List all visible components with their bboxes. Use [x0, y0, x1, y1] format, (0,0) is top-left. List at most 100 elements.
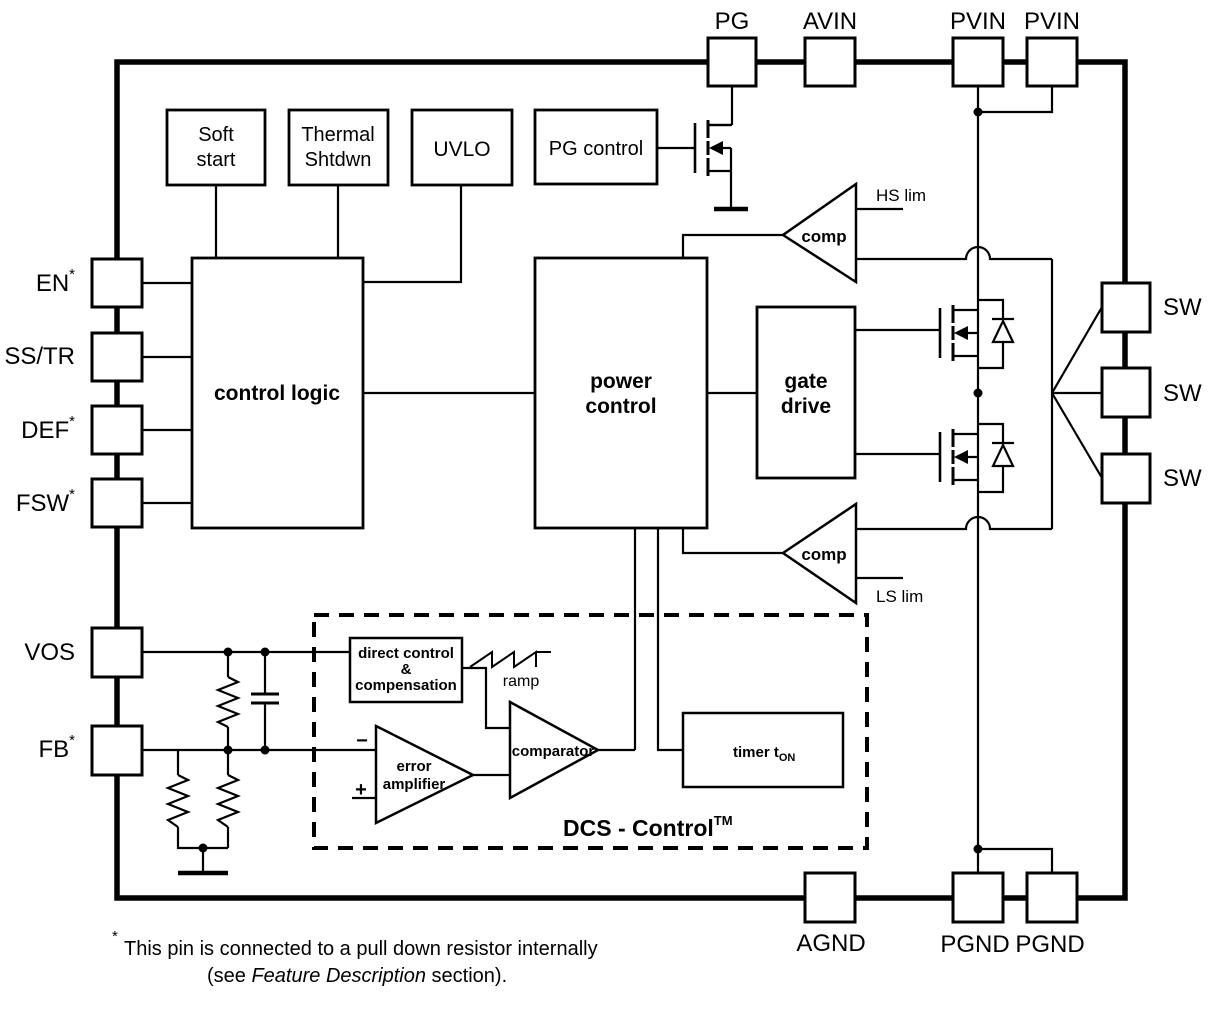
junction-dot	[198, 843, 208, 853]
junction-dot	[973, 844, 983, 854]
dcs-control-label: DCS - ControlTM	[563, 813, 733, 841]
pin-def	[90, 404, 144, 456]
block-gate-drive	[755, 305, 857, 480]
block-direct-control	[348, 636, 464, 704]
pin-label-pgnd-2: PGND	[1015, 931, 1084, 958]
pin-label-sstr: SS/TR	[4, 343, 75, 370]
gate-drive-label-1: gate	[784, 370, 827, 393]
pin-label-vos: VOS	[24, 639, 75, 666]
hs-body-diode	[991, 318, 1015, 344]
pin-fb	[90, 724, 144, 777]
block-control-logic	[190, 256, 365, 530]
wire-pgnd2-branch	[978, 847, 1054, 873]
ls-comparator-triangle	[780, 501, 858, 606]
pg-fet-stubs	[708, 123, 731, 173]
footnote-line-2: (see Feature Description section).	[207, 965, 507, 987]
ls-lim-label: LS lim	[876, 587, 923, 606]
pin-en	[90, 257, 144, 309]
error-amplifier-triangle	[374, 723, 476, 826]
junction-dots	[198, 107, 983, 854]
block-soft-start	[165, 108, 267, 187]
pin-label-sw-1: SW	[1163, 294, 1202, 321]
pg-mosfet	[693, 120, 748, 212]
junction-dot	[223, 745, 233, 755]
ls-fet-arrow	[954, 450, 968, 464]
dcs-control-boundary	[312, 613, 869, 850]
pin-pgnd-1	[951, 871, 1005, 924]
feedback-network	[165, 676, 279, 876]
control-logic-label: control logic	[214, 382, 340, 405]
capacitor	[251, 692, 279, 705]
hs-fet-stubs	[953, 308, 978, 358]
pin-label-agnd: AGND	[796, 930, 865, 957]
resistor-top	[215, 676, 241, 728]
footnote-asterisk: *	[112, 928, 118, 945]
function-blocks	[165, 108, 857, 789]
pin-label-pvin-2: PVIN	[1024, 8, 1080, 35]
analog-triangles	[374, 181, 858, 826]
pin-label-sw-2: SW	[1163, 380, 1202, 407]
direct-control-label-2: &	[401, 661, 412, 678]
pin-label-def: DEF*	[21, 413, 75, 444]
hs-fet-arrow	[954, 326, 968, 340]
thermal-label-2: Shtdwn	[305, 149, 372, 171]
pin-label-fsw: FSW*	[16, 486, 75, 517]
pin-avin	[803, 36, 857, 88]
block-thermal-shutdown	[287, 108, 390, 187]
hs-comp-label: comp	[801, 227, 846, 246]
uvlo-label: UVLO	[433, 138, 490, 161]
pin-label-avin: AVIN	[803, 8, 857, 35]
ls-fet-stubs	[953, 432, 978, 482]
pin-agnd	[803, 871, 857, 924]
pin-fsw	[90, 477, 144, 529]
gate-drive-label-2: drive	[781, 395, 831, 418]
pin-label-en: EN*	[36, 266, 75, 297]
error-amp-label-1: error	[396, 758, 431, 775]
direct-control-label-3: compensation	[355, 677, 457, 694]
resistor-lower	[215, 774, 241, 828]
ls-body-diode	[991, 442, 1015, 468]
low-side-mosfet	[938, 422, 1015, 494]
junction-dot	[223, 647, 233, 657]
comparator-label: comparator	[512, 743, 595, 760]
pin-label-pvin-1: PVIN	[950, 8, 1006, 35]
pin-label-pgnd-1: PGND	[940, 931, 1009, 958]
pin-label-fb: FB*	[38, 732, 75, 763]
footnote: * This pin is connected to a pull down r…	[112, 928, 598, 987]
pg-fet-arrow	[709, 141, 723, 155]
pin-sstr	[90, 331, 144, 383]
error-amp-label-2: amplifier	[383, 776, 446, 793]
pin-sw-3	[1100, 452, 1152, 505]
wire-powercontrol-dcs	[633, 528, 683, 752]
wire-uvlo-controllogic	[363, 185, 463, 284]
wire-sw-fanout	[1051, 306, 1103, 479]
wire-ramp-comparator	[462, 666, 510, 730]
soft-start-label-2: start	[197, 149, 236, 171]
junction-dot	[260, 745, 270, 755]
resistor-fb-pulldown	[165, 774, 191, 828]
block-timer-ton	[681, 711, 845, 789]
pin-sw-1	[1100, 281, 1152, 334]
block-uvlo	[410, 108, 514, 187]
footnote-line-1: This pin is connected to a pull down res…	[124, 938, 598, 960]
block-power-control	[533, 256, 709, 530]
comparator-triangle	[508, 699, 601, 801]
pin-pg	[706, 36, 758, 88]
junction-dot	[260, 647, 270, 657]
wire-lscomp-sense	[856, 515, 1052, 531]
pin-boxes	[90, 36, 1152, 924]
direct-control-label-1: direct control	[358, 645, 454, 662]
block-labels: Soft start Thermal Shtdwn UVLO PG contro…	[197, 124, 927, 841]
junction-dot	[973, 107, 983, 117]
pin-labels: PG AVIN PVIN PVIN EN* SS/TR DEF* FSW* VO…	[4, 8, 1202, 958]
pg-control-label: PG control	[549, 138, 643, 160]
pin-pgnd-2	[1025, 871, 1079, 924]
ramp-waveform-icon	[469, 650, 551, 669]
wire-pgpin-drain	[708, 86, 734, 127]
pin-pvin-1	[951, 36, 1005, 88]
hs-lim-label: HS lim	[876, 186, 926, 205]
wires	[142, 86, 1103, 873]
power-control-label-2: control	[585, 395, 656, 418]
